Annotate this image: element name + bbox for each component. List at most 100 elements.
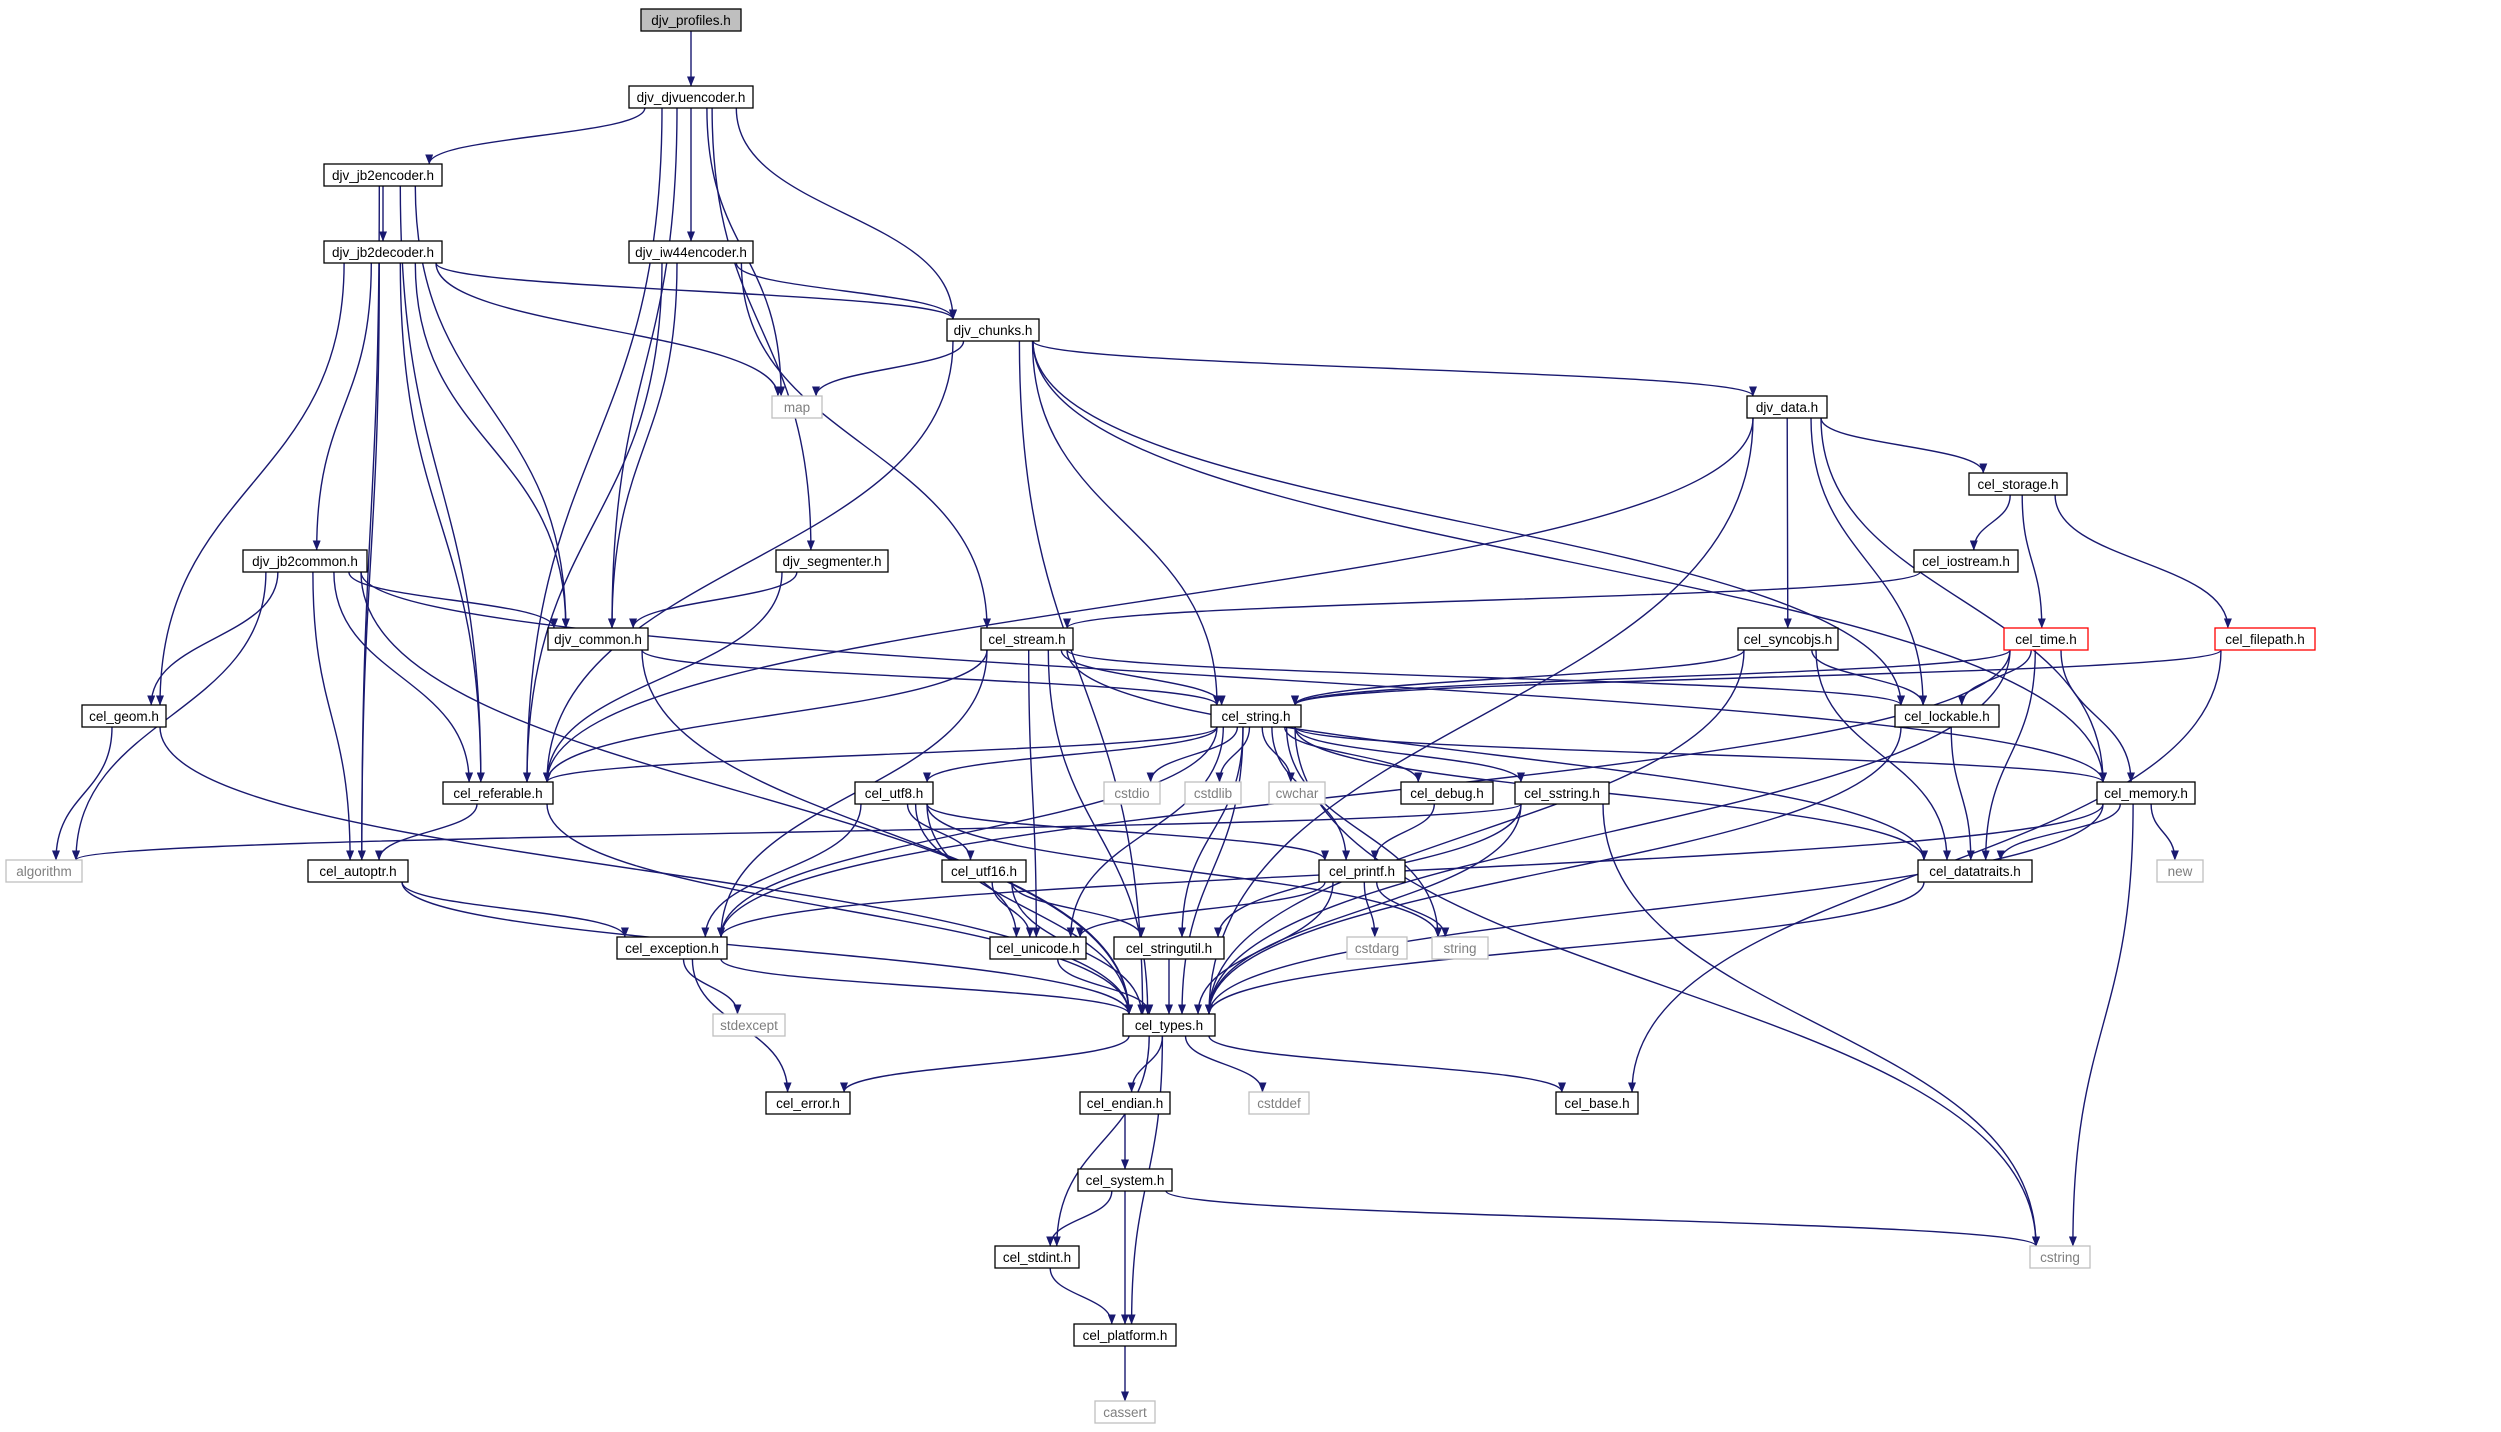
edge-cel_string-to-cstdlib — [1215, 726, 1251, 783]
node-box — [1073, 1323, 1177, 1347]
node-label: cel_base.h — [1564, 1096, 1629, 1111]
node-box — [1318, 859, 1406, 883]
node-cel-system[interactable]: cel_system.h — [1077, 1168, 1173, 1192]
edge-djv_jb2common-to-algorithm — [72, 571, 267, 861]
node-box — [2156, 859, 2204, 883]
edge-cel_utf8-to-cel_exception — [701, 803, 862, 938]
node-cel-debug[interactable]: cel_debug.h — [1400, 781, 1494, 805]
node-cel-autoptr[interactable]: cel_autoptr.h — [307, 859, 409, 883]
node-box — [1514, 781, 1610, 805]
node-djv-common[interactable]: djv_common.h — [547, 627, 649, 651]
node-cel-syncobjs[interactable]: cel_syncobjs.h — [1737, 627, 1839, 651]
edge-cel_stream-to-cel_string — [1060, 649, 1226, 706]
node-box — [2214, 627, 2316, 651]
node-djv-djvuencoder[interactable]: djv_djvuencoder.h — [628, 85, 754, 109]
node-cel-stream[interactable]: cel_stream.h — [980, 627, 1074, 651]
edge-cel_printf-to-cel_unicode — [1076, 881, 1326, 938]
node-label: cel_time.h — [2015, 632, 2077, 647]
node-box — [1555, 1091, 1639, 1115]
node-cel-utf16[interactable]: cel_utf16.h — [941, 859, 1027, 883]
edge-cel_exception-to-cel_types — [720, 958, 1133, 1015]
node-label: djv_jb2decoder.h — [332, 245, 434, 260]
node-cel-lockable[interactable]: cel_lockable.h — [1894, 704, 2000, 728]
edge-cel_string-to-cel_stringutil — [1178, 726, 1244, 938]
edge-djv_djvuencoder-to-djv_common — [608, 107, 678, 629]
edge-cel_unicode-to-cel_types — [1057, 958, 1154, 1015]
node-cel-filepath[interactable]: cel_filepath.h — [2214, 627, 2316, 651]
node-djv-jb2decoder[interactable]: djv_jb2decoder.h — [323, 240, 443, 264]
node-label: cel_syncobjs.h — [1744, 632, 1833, 647]
edge-cel_storage-to-cel_filepath — [2054, 494, 2232, 629]
edge-djv_segmenter-to-djv_common — [629, 571, 798, 629]
node-cel-sstring[interactable]: cel_sstring.h — [1514, 781, 1610, 805]
node-cel-memory[interactable]: cel_memory.h — [2096, 781, 2196, 805]
node-cel-printf[interactable]: cel_printf.h — [1318, 859, 1406, 883]
node-djv-jb2common[interactable]: djv_jb2common.h — [242, 549, 368, 573]
node-box — [854, 781, 934, 805]
node-cel-datatraits[interactable]: cel_datatraits.h — [1917, 859, 2033, 883]
edge-cel_memory-to-new — [2150, 803, 2179, 861]
node-djv-profiles: djv_profiles.h — [640, 8, 742, 32]
node-label: cel_memory.h — [2104, 786, 2188, 801]
node-cel-unicode[interactable]: cel_unicode.h — [989, 936, 1087, 960]
node-box — [628, 85, 754, 109]
edge-cel_referable-to-cel_autoptr — [375, 803, 478, 861]
node-cel-referable[interactable]: cel_referable.h — [442, 781, 554, 805]
edge-djv_jb2common-to-djv_common — [348, 571, 558, 629]
node-cel-types[interactable]: cel_types.h — [1122, 1013, 1216, 1037]
node-cel-endian[interactable]: cel_endian.h — [1079, 1091, 1171, 1115]
node-djv-chunks[interactable]: djv_chunks.h — [946, 318, 1040, 342]
node-cel-storage[interactable]: cel_storage.h — [1968, 472, 2068, 496]
edge-djv_data-to-cel_referable — [543, 417, 1754, 783]
node-label: cel_sstring.h — [1524, 786, 1600, 801]
node-cel-exception[interactable]: cel_exception.h — [616, 936, 728, 960]
node-box — [547, 627, 649, 651]
node-cel-stringutil[interactable]: cel_stringutil.h — [1113, 936, 1225, 960]
edge-djv_chunks-to-cel_referable — [543, 340, 954, 783]
edge-cel_types-to-cel_stdint — [1052, 1035, 1150, 1247]
node-djv-data[interactable]: djv_data.h — [1746, 395, 1828, 419]
node-cwchar: cwchar — [1268, 781, 1326, 805]
edge-cel_lockable-to-cel_datatraits — [1950, 726, 1975, 861]
edge-cel_time-to-cel_types — [1205, 649, 2011, 1015]
node-cel-utf8[interactable]: cel_utf8.h — [854, 781, 934, 805]
node-box — [994, 1245, 1080, 1269]
edge-cel_utf16-to-cel_stringutil — [1011, 881, 1146, 938]
node-label: djv_data.h — [1756, 400, 1818, 415]
node-cel-platform[interactable]: cel_platform.h — [1073, 1323, 1177, 1347]
node-box — [712, 1013, 786, 1037]
node-box — [2003, 627, 2089, 651]
node-label: cel_filepath.h — [2225, 632, 2305, 647]
node-cel-time[interactable]: cel_time.h — [2003, 627, 2089, 651]
edge-cel_memory-to-cel_datatraits — [1996, 803, 2121, 861]
edge-cel_system-to-cel_stdint — [1046, 1190, 1113, 1247]
node-label: cel_utf8.h — [865, 786, 924, 801]
node-label: cstdio — [1114, 786, 1149, 801]
node-djv-iw44encoder[interactable]: djv_iw44encoder.h — [628, 240, 754, 264]
edge-cel_string-to-cel_debug — [1284, 726, 1423, 783]
node-label: cel_geom.h — [89, 709, 159, 724]
node-djv-jb2encoder[interactable]: djv_jb2encoder.h — [323, 163, 443, 187]
edge-djv_data-to-cel_storage — [1820, 417, 1988, 474]
node-cel-geom[interactable]: cel_geom.h — [81, 704, 167, 728]
edge-djv_chunks-to-cel_types — [1018, 340, 1147, 1015]
edge-djv_data-to-cel_lockable — [1810, 417, 1927, 706]
node-cel-error[interactable]: cel_error.h — [765, 1091, 851, 1115]
node-box — [1268, 781, 1326, 805]
node-label: djv_djvuencoder.h — [637, 90, 746, 105]
node-cel-string[interactable]: cel_string.h — [1210, 704, 1302, 728]
node-label: cel_autoptr.h — [319, 864, 396, 879]
node-label: djv_jb2encoder.h — [332, 168, 434, 183]
node-cel-base[interactable]: cel_base.h — [1555, 1091, 1639, 1115]
node-cel-stdint[interactable]: cel_stdint.h — [994, 1245, 1080, 1269]
node-label: cel_printf.h — [1329, 864, 1395, 879]
edge-cel_memory-to-cel_types — [1205, 803, 2104, 1015]
edge-cel_time-to-cel_datatraits — [1981, 649, 2036, 861]
node-box — [442, 781, 554, 805]
edge-djv_common-to-cel_types — [641, 649, 1133, 1015]
node-cel-iostream[interactable]: cel_iostream.h — [1913, 549, 2019, 573]
edge-djv_iw44encoder-to-djv_chunks — [735, 262, 957, 320]
edge-cel_string-to-cel_unicode — [1066, 726, 1224, 938]
node-djv-segmenter[interactable]: djv_segmenter.h — [775, 549, 889, 573]
edge-djv_djvuencoder-to-djv_jb2encoder — [425, 107, 646, 165]
